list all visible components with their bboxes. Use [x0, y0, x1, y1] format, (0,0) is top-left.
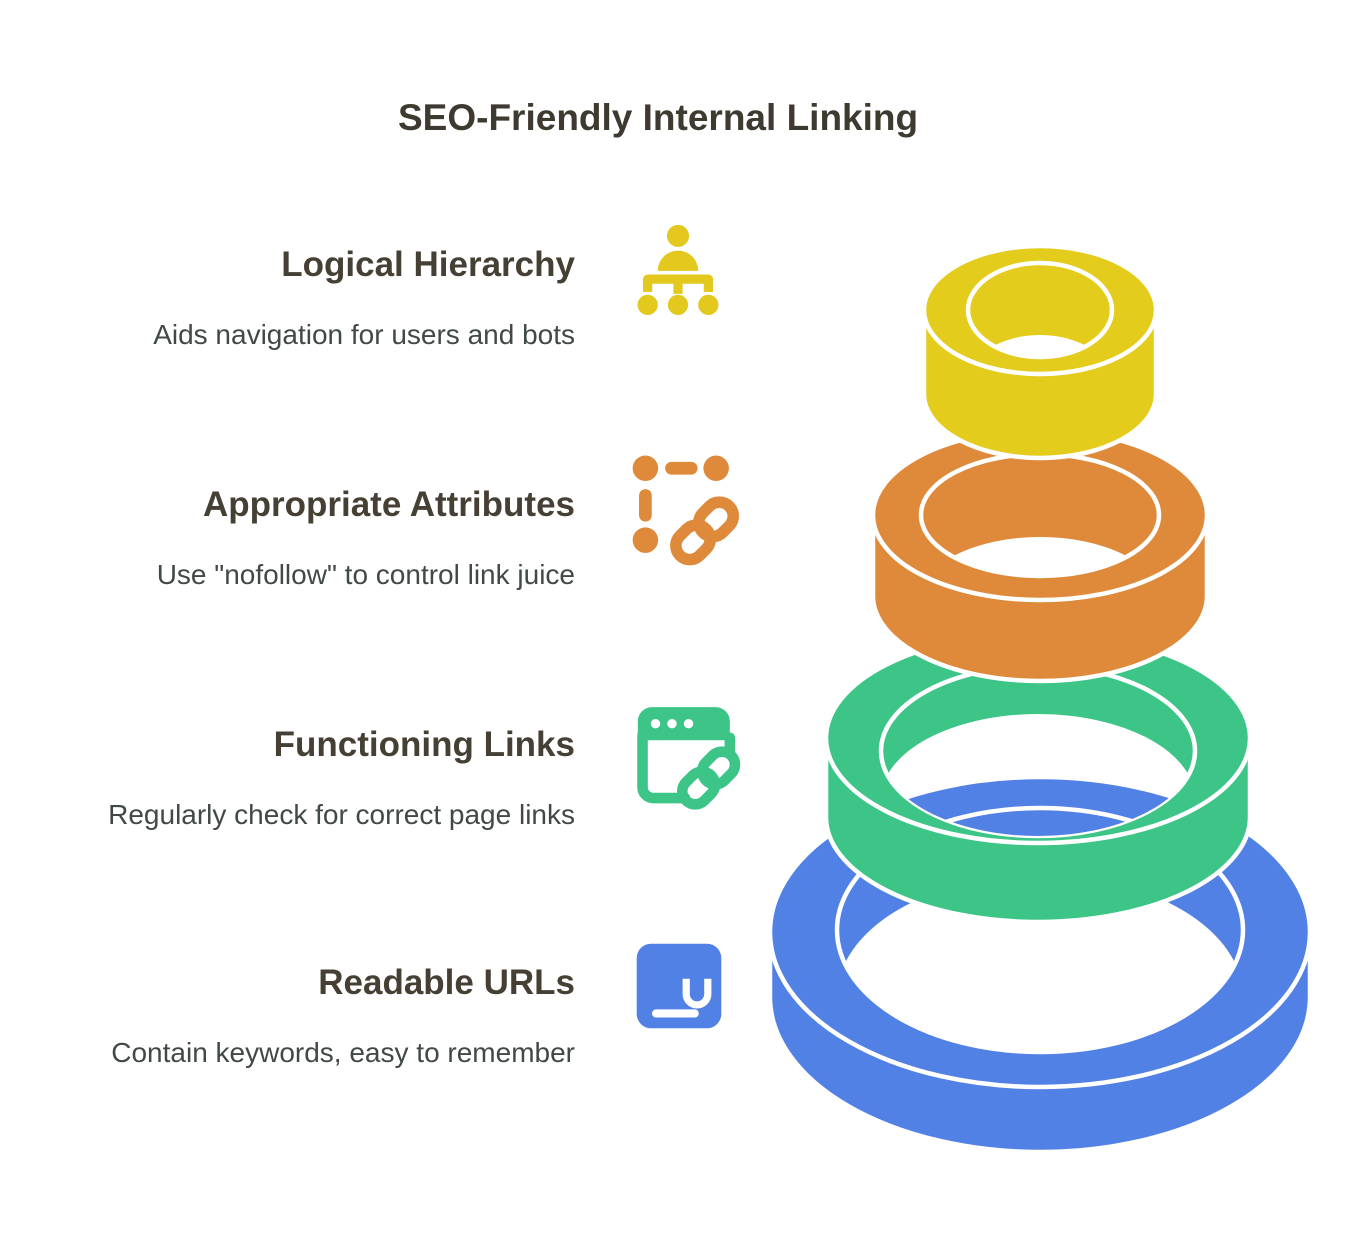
item-title: Appropriate Attributes — [202, 485, 575, 524]
url-icon — [634, 940, 724, 1032]
item-description: Use "nofollow" to control link juice — [156, 559, 575, 590]
item-row-readable-urls: Readable URLs Contain keywords, easy to … — [55, 962, 575, 1068]
item-title: Functioning Links — [273, 725, 575, 764]
org-hierarchy-icon — [632, 218, 724, 320]
functioning-links-ring — [823, 630, 1253, 925]
item-description: Aids navigation for users and bots — [153, 319, 575, 350]
item-row-appropriate-attributes: Appropriate Attributes Use "nofollow" to… — [55, 484, 575, 590]
item-description: Regularly check for correct page links — [108, 799, 575, 830]
item-title: Logical Hierarchy — [281, 245, 575, 284]
page-title: SEO-Friendly Internal Linking — [398, 97, 919, 138]
item-title: Readable URLs — [318, 963, 575, 1002]
appropriate-attributes-ring — [870, 427, 1210, 684]
item-row-logical-hierarchy: Logical Hierarchy Aids navigation for us… — [55, 244, 575, 350]
item-row-functioning-links: Functioning Links Regularly check for co… — [55, 724, 575, 830]
item-description: Contain keywords, easy to remember — [111, 1037, 575, 1068]
logical-hierarchy-ring — [921, 243, 1159, 461]
browser-link-icon — [626, 692, 744, 812]
link-attributes-icon — [628, 450, 744, 570]
